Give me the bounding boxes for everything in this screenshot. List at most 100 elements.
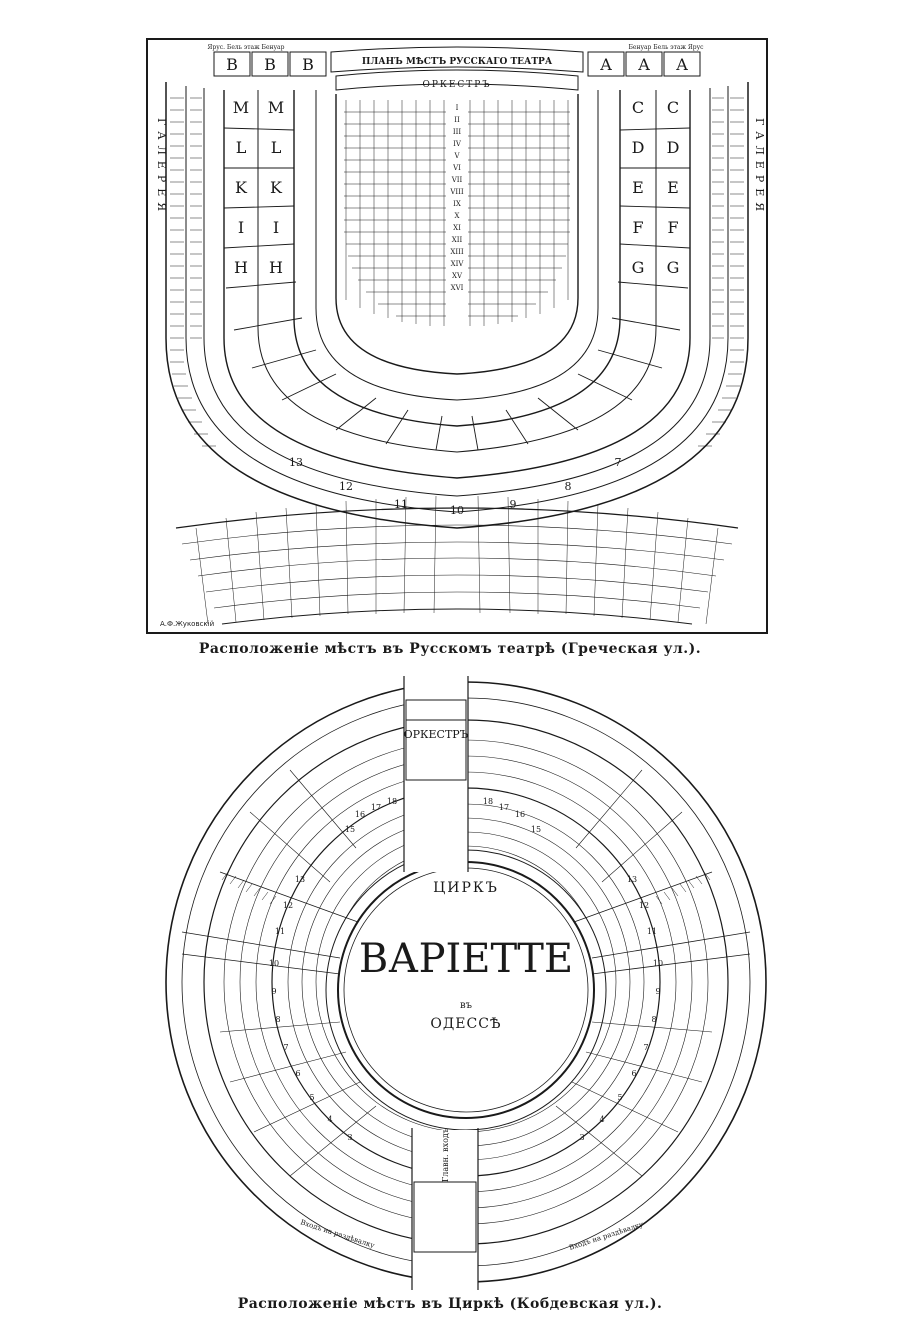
city-label: ОДЕССѢ xyxy=(430,1016,501,1032)
svg-text:III: III xyxy=(453,128,462,136)
svg-text:5: 5 xyxy=(309,1093,314,1102)
svg-text:3: 3 xyxy=(347,1133,352,1142)
svg-text:XII: XII xyxy=(452,236,463,244)
box-left-outer-H: H xyxy=(234,258,248,277)
svg-text:V: V xyxy=(453,152,460,160)
box-left-inner-H: H xyxy=(269,258,283,277)
svg-text:12: 12 xyxy=(283,901,293,910)
svg-text:16: 16 xyxy=(355,810,365,819)
box-right-inner-C: C xyxy=(632,98,644,117)
svg-text:18: 18 xyxy=(387,797,397,806)
box-left-outer-L: L xyxy=(236,138,247,157)
balcony-label-left: Ярус. Бель этаж Бенуар xyxy=(208,44,285,51)
section-numbers: 15 16 17 18 18 17 16 15 13 12 11 10 9 8 … xyxy=(269,797,663,1142)
svg-text:13: 13 xyxy=(627,875,637,884)
loge-B-2: B xyxy=(264,55,276,74)
svg-text:VIII: VIII xyxy=(449,188,464,196)
box-right-outer-F: F xyxy=(667,218,678,237)
box-left-outer-I: I xyxy=(238,218,244,237)
artist-signature: А.Ф.Жуковскій xyxy=(160,620,214,628)
svg-text:12: 12 xyxy=(339,480,353,493)
box-right-inner-F: F xyxy=(632,218,643,237)
box-left-inner-M: M xyxy=(268,98,284,117)
box-right-inner-E: E xyxy=(632,178,644,197)
orchestra-passage xyxy=(403,672,469,872)
box-right-outer-G: G xyxy=(667,258,680,277)
side-aisles xyxy=(181,871,751,975)
box-right-outer-C: C xyxy=(667,98,679,117)
svg-text:8: 8 xyxy=(651,1015,656,1024)
box-left-inner-I: I xyxy=(273,218,279,237)
box-left-inner-K: K xyxy=(270,178,283,197)
svg-text:XIV: XIV xyxy=(451,260,465,268)
svg-text:9: 9 xyxy=(271,987,276,996)
auditorium-rings xyxy=(165,82,749,529)
theatre-seating-plan: ПЛАНЪ МѢСТЪ РУССКАГО ТЕАТРА Ярус. Бель э… xyxy=(146,38,768,634)
svg-text:XV: XV xyxy=(452,272,463,280)
svg-text:7: 7 xyxy=(643,1043,648,1052)
svg-text:15: 15 xyxy=(531,825,541,834)
main-entry-passage xyxy=(411,1128,479,1292)
svg-text:VI: VI xyxy=(452,164,461,172)
svg-text:6: 6 xyxy=(631,1069,636,1078)
theatre-title: ПЛАНЪ МѢСТЪ РУССКАГО ТЕАТРА xyxy=(362,57,553,67)
box-left-outer-M: M xyxy=(233,98,249,117)
svg-text:12: 12 xyxy=(639,901,649,910)
svg-text:XVI: XVI xyxy=(451,284,464,292)
balcony-label-right: Бенуар Бель этаж Ярус xyxy=(628,44,704,51)
svg-text:11: 11 xyxy=(275,927,285,936)
svg-text:XI: XI xyxy=(453,224,461,232)
svg-text:17: 17 xyxy=(371,803,381,812)
preposition-label: въ xyxy=(460,1000,472,1011)
orchestra-pit xyxy=(335,69,579,91)
box-right-inner-G: G xyxy=(632,258,645,277)
svg-text:11: 11 xyxy=(647,927,657,936)
loge-B-3: B xyxy=(302,55,314,74)
hatched-bands xyxy=(221,871,711,905)
svg-text:18: 18 xyxy=(483,797,493,806)
loge-A-2: A xyxy=(637,55,650,74)
circus-orchestra-label: ОРКЕСТРЪ xyxy=(404,728,469,741)
svg-text:X: X xyxy=(455,212,460,220)
svg-text:9: 9 xyxy=(655,987,660,996)
box-left-outer-K: K xyxy=(235,178,248,197)
svg-text:VII: VII xyxy=(451,176,463,184)
top-title-band: ПЛАНЪ МѢСТЪ РУССКАГО ТЕАТРА xyxy=(330,46,584,73)
roman-row-numbers: I II III IV V VI VII VIII IX X XI XII XI… xyxy=(449,104,464,292)
right-loge-boxes xyxy=(587,51,701,77)
svg-text:8: 8 xyxy=(565,480,572,493)
svg-text:7: 7 xyxy=(283,1043,288,1052)
amphitheatre-seat-grid xyxy=(175,495,739,625)
svg-text:10: 10 xyxy=(450,504,464,517)
circus-label: ЦИРКЪ xyxy=(433,880,499,896)
orchestra-label: ОРКЕСТРЪ xyxy=(422,80,491,90)
loge-B-1: B xyxy=(226,55,238,74)
svg-text:7: 7 xyxy=(615,456,622,469)
gallery-label-right: ГАЛЕРЕЯ xyxy=(753,118,766,217)
main-entry-label: Главн. входъ xyxy=(441,1128,450,1182)
svg-text:5: 5 xyxy=(617,1093,622,1102)
gallery-label-left: ГАЛЕРЕЯ xyxy=(155,118,168,217)
varietee-title: ВАРІЕТТЕ xyxy=(359,936,573,982)
loge-A-1: A xyxy=(599,55,612,74)
circus-seating-plan: ОРКЕСТРЪ Главн. входъ 15 16 17 18 18 17 … xyxy=(165,672,767,1292)
svg-text:6: 6 xyxy=(295,1069,300,1078)
svg-text:17: 17 xyxy=(499,803,509,812)
svg-text:IX: IX xyxy=(453,200,461,208)
svg-text:3: 3 xyxy=(579,1133,584,1142)
box-right-outer-D: D xyxy=(667,138,680,157)
svg-text:I: I xyxy=(456,104,459,112)
box-left-inner-L: L xyxy=(271,138,282,157)
svg-text:8: 8 xyxy=(275,1015,280,1024)
svg-text:II: II xyxy=(454,116,460,124)
box-partitions xyxy=(223,127,691,451)
svg-text:4: 4 xyxy=(327,1115,332,1124)
left-loge-boxes xyxy=(213,51,327,77)
box-right-outer-E: E xyxy=(667,178,679,197)
theatre-caption: Расположеніе мѣстъ въ Русскомъ театрѣ (Г… xyxy=(198,641,702,657)
gallery-seat-ticks xyxy=(170,97,744,447)
arena-inner xyxy=(343,867,589,1113)
svg-text:10: 10 xyxy=(653,959,663,968)
svg-text:16: 16 xyxy=(515,810,525,819)
radial-sections xyxy=(219,769,713,1177)
